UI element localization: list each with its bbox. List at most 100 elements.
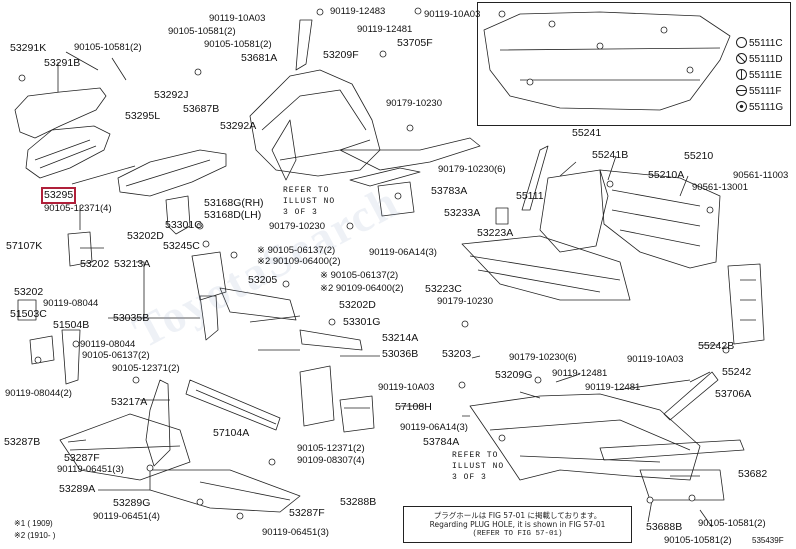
callout-90561-13001[interactable]: 90561-13001 — [692, 182, 748, 193]
callout-53223c[interactable]: 53223C — [425, 283, 462, 295]
callout-90105-10581-bottom2[interactable]: 90105-10581(2) — [664, 535, 732, 546]
callout-51503c[interactable]: 51503C — [10, 308, 47, 320]
callout-53168g[interactable]: 53168G(RH) — [204, 197, 264, 209]
callout-55111[interactable]: 55111 — [516, 190, 544, 202]
callout-53209f[interactable]: 53209F — [323, 49, 359, 61]
callout-90179-10230-b[interactable]: 90179-10230 — [269, 221, 325, 232]
callout-53295l[interactable]: 53295L — [125, 110, 161, 122]
callout-51504b[interactable]: 51504B — [53, 319, 90, 331]
callout-90105-10581-a[interactable]: 90105-10581(2) — [74, 42, 142, 53]
callout-90119-10a03-a[interactable]: 90119-10A03 — [209, 13, 266, 24]
callout-57104a[interactable]: 57104A — [213, 427, 250, 439]
callout-90119-06451-3-a[interactable]: 90119-06451(3) — [57, 464, 124, 475]
callout-57108h[interactable]: 57108H — [395, 401, 432, 413]
callout-90119-12481-a[interactable]: 90119-12481 — [357, 24, 413, 35]
callout-90179-10230-6-a[interactable]: 90179-10230(6) — [438, 164, 506, 175]
callout-53687b[interactable]: 53687B — [183, 103, 220, 115]
note-line-2: Regarding PLUG HOLE, it is shown in FIG … — [429, 520, 606, 529]
callout-55242[interactable]: 55242 — [722, 366, 752, 378]
callout-53681a[interactable]: 53681A — [241, 52, 278, 64]
callout-53036b[interactable]: 53036B — [382, 348, 419, 360]
callout-53223a[interactable]: 53223A — [477, 227, 514, 239]
callout-90119-06451-4[interactable]: 90119-06451(4) — [93, 511, 160, 522]
callout-90105-10581-c[interactable]: 90105-10581(2) — [204, 39, 272, 50]
callout-90179-10230-c[interactable]: 90179-10230 — [437, 296, 493, 307]
callout-90119-12481-bottom[interactable]: 90119-12481 — [585, 382, 641, 393]
inset-code: 55111C — [749, 38, 783, 49]
callout-90119-10a03-d[interactable]: 90119-10A03 — [378, 382, 435, 393]
callout-90105-06137-a[interactable]: ※ 90105-06137(2) — [257, 245, 336, 256]
callout-53301g-b[interactable]: 53301G — [343, 316, 381, 328]
callout-53202d-mid[interactable]: 53202D — [339, 299, 376, 311]
callout-90119-08044-b[interactable]: 90119-08044 — [80, 339, 136, 350]
refer-top-line-3: 3 OF 3 — [283, 208, 318, 217]
callout-90119-10a03-b[interactable]: 90119-10A03 — [424, 9, 481, 20]
callout-90109-06400-b[interactable]: ※2 90109-06400(2) — [320, 283, 404, 294]
callout-53288b[interactable]: 53288B — [340, 496, 377, 508]
callout-55241[interactable]: 55241 — [572, 127, 602, 139]
callout-53233a[interactable]: 53233A — [444, 207, 481, 219]
callout-53205[interactable]: 53205 — [248, 274, 278, 286]
callout-90105-06137-b[interactable]: ※ 90105-06137(2) — [320, 270, 399, 281]
callout-53245c[interactable]: 53245C — [163, 240, 200, 252]
callout-53035b[interactable]: 53035B — [113, 312, 150, 324]
callout-53292j[interactable]: 53292J — [154, 89, 189, 101]
callout-55210a[interactable]: 55210A — [648, 169, 685, 181]
callout-53214a[interactable]: 53214A — [382, 332, 419, 344]
part-57104a-shape — [185, 379, 281, 431]
catalog-code: 535439F — [752, 536, 784, 545]
circle-icon — [736, 37, 747, 48]
callout-53783a[interactable]: 53783A — [431, 185, 468, 197]
callout-90119-06a14-3-a[interactable]: 90119-06A14(3) — [369, 247, 437, 258]
callout-53203[interactable]: 53203 — [442, 348, 472, 360]
callout-53784a[interactable]: 53784A — [423, 436, 460, 448]
inset-code: 55111G — [749, 102, 784, 113]
refer-bottom-line-1: REFER TO — [452, 451, 499, 460]
callout-90109-08307-4[interactable]: 90109-08307(4) — [297, 455, 365, 466]
callout-53287b[interactable]: 53287B — [4, 436, 41, 448]
callout-55210[interactable]: 55210 — [684, 150, 714, 162]
callout-90105-10581-b[interactable]: 90105-10581(2) — [168, 26, 236, 37]
callout-53289a[interactable]: 53289A — [59, 483, 96, 495]
callout-57107k[interactable]: 57107K — [6, 240, 43, 252]
callout-53291b[interactable]: 53291B — [44, 57, 81, 69]
part-53295-shape — [25, 125, 111, 179]
callout-90105-06137-c[interactable]: 90105-06137(2) — [82, 350, 150, 361]
callout-53202d-top[interactable]: 53202D — [127, 230, 164, 242]
callout-53291k[interactable]: 53291K — [10, 42, 47, 54]
callout-90105-12371-4[interactable]: 90105-12371(4) — [44, 203, 112, 214]
callout-55242b[interactable]: 55242B — [698, 340, 735, 352]
callout-53213a[interactable]: 53213A — [114, 258, 151, 270]
callout-90109-06400-a[interactable]: ※2 90109-06400(2) — [257, 256, 341, 267]
callout-53217a[interactable]: 53217A — [111, 396, 148, 408]
callout-90119-06451-3-b[interactable]: 90119-06451(3) — [262, 527, 329, 538]
callout-90119-08044-2[interactable]: 90119-08044(2) — [5, 388, 72, 399]
callout-90105-12371-2-b[interactable]: 90105-12371(2) — [297, 443, 365, 454]
callout-90179-10230-a[interactable]: 90179-10230 — [386, 98, 442, 109]
callout-90119-12483[interactable]: 90119-12483 — [330, 6, 386, 17]
callout-90119-10a03-c[interactable]: 90119-10A03 — [627, 354, 684, 365]
callout-53688b[interactable]: 53688B — [646, 521, 683, 533]
callout-90119-12481-b[interactable]: 90119-12481 — [552, 368, 608, 379]
callout-53705f[interactable]: 53705F — [397, 37, 433, 49]
callout-53209g[interactable]: 53209G — [495, 369, 533, 381]
callout-55241b[interactable]: 55241B — [592, 149, 629, 161]
callout-53301g-a[interactable]: 53301G — [165, 219, 203, 231]
callout-53202[interactable]: 53202 — [80, 258, 110, 270]
callout-53292a[interactable]: 53292A — [220, 120, 257, 132]
callout-53287f-b[interactable]: 53287F — [289, 507, 325, 519]
callout-53202-left[interactable]: 53202 — [14, 286, 44, 298]
callout-53682[interactable]: 53682 — [738, 468, 768, 480]
callout-90105-10581-bottom[interactable]: 90105-10581(2) — [698, 518, 766, 529]
callout-53168d[interactable]: 53168D(LH) — [204, 209, 262, 221]
callout-53706a[interactable]: 53706A — [715, 388, 752, 400]
callout-53289g[interactable]: 53289G — [113, 497, 151, 509]
callout-90105-12371-2[interactable]: 90105-12371(2) — [112, 363, 180, 374]
callout-53295[interactable]: 53295 — [40, 187, 77, 204]
part-53289a-shape — [149, 469, 301, 513]
callout-90119-08044-a[interactable]: 90119-08044 — [43, 298, 99, 309]
callout-53287f-a[interactable]: 53287F — [64, 452, 100, 464]
callout-90179-10230-6-b[interactable]: 90179-10230(6) — [509, 352, 577, 363]
callout-90561-11003[interactable]: 90561-11003 — [733, 170, 789, 181]
callout-90119-06a14-3-b[interactable]: 90119-06A14(3) — [400, 422, 468, 433]
